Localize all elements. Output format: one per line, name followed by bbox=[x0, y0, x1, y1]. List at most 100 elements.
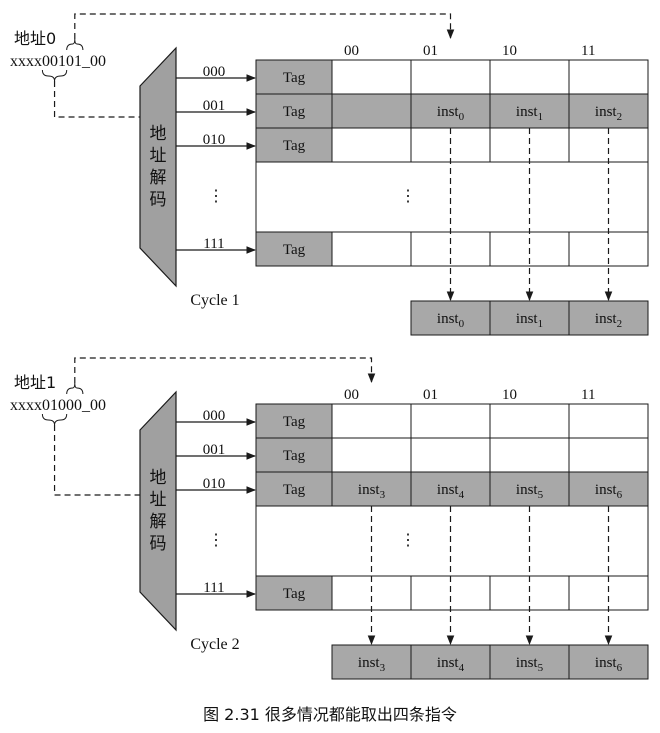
output-inst2: inst2 bbox=[595, 311, 622, 330]
decoder-char: 地 bbox=[150, 124, 167, 144]
tag-cell bbox=[255, 93, 333, 129]
tag-label: Tag bbox=[283, 70, 306, 86]
data-cell bbox=[331, 231, 412, 267]
column-header-01: 01 bbox=[423, 387, 438, 403]
column-header-00: 00 bbox=[344, 387, 359, 403]
decoder-char: 地 bbox=[150, 468, 167, 488]
offset-brace bbox=[66, 382, 84, 395]
data-cell bbox=[410, 403, 491, 439]
output-row: inst0 inst1 inst2 bbox=[410, 128, 649, 336]
tag-label: Tag bbox=[283, 104, 306, 120]
output-cell bbox=[489, 644, 570, 680]
data-cell bbox=[331, 437, 412, 473]
row-index: 001 bbox=[203, 442, 226, 458]
instruction-inst6: inst6 bbox=[595, 482, 623, 501]
data-cell bbox=[489, 59, 570, 95]
cycle-label: Cycle 1 bbox=[190, 292, 239, 309]
data-cell bbox=[410, 59, 491, 95]
data-cell bbox=[410, 437, 491, 473]
tag-cell bbox=[255, 127, 333, 163]
column-header-10: 10 bbox=[502, 387, 517, 403]
decoder-shape bbox=[139, 46, 177, 288]
address-bits: xxxx01000_00 bbox=[10, 397, 106, 414]
data-cell bbox=[568, 59, 649, 95]
instruction-inst2: inst2 bbox=[595, 104, 622, 123]
cache-row-111: 111 Tag bbox=[176, 575, 649, 611]
output-cell bbox=[568, 644, 649, 680]
cycle-label: Cycle 2 bbox=[190, 636, 239, 653]
instruction-inst5: inst5 bbox=[516, 482, 544, 501]
offset-brace bbox=[66, 38, 84, 51]
decoder-char: 解 bbox=[150, 168, 167, 188]
output-inst0: inst0 bbox=[437, 311, 465, 330]
output-cell bbox=[489, 300, 570, 336]
row-index: 111 bbox=[203, 580, 224, 596]
decoder-char: 码 bbox=[150, 534, 167, 554]
index-brace bbox=[41, 413, 68, 426]
address-block: 地址1 xxxx01000_00 bbox=[10, 357, 376, 499]
decoder-char: 址 bbox=[150, 490, 167, 510]
output-inst5: inst5 bbox=[516, 655, 544, 674]
output-cell bbox=[568, 300, 649, 336]
index-brace bbox=[41, 69, 68, 82]
column-header-01: 01 bbox=[423, 43, 438, 59]
ellipsis-row bbox=[255, 505, 649, 577]
column-header-11: 11 bbox=[581, 43, 595, 59]
data-cell bbox=[568, 93, 649, 129]
tag-cell bbox=[255, 575, 333, 611]
row-index: 111 bbox=[203, 236, 224, 252]
index-select-line bbox=[53, 425, 171, 499]
address-label: 地址1 bbox=[14, 373, 56, 392]
column-header-00: 00 bbox=[344, 43, 359, 59]
output-inst4: inst4 bbox=[437, 655, 465, 674]
cache-row-111: 111 Tag bbox=[176, 231, 649, 267]
address-block: 地址0 xxxx00101_00 bbox=[10, 13, 455, 121]
output-cell bbox=[410, 644, 491, 680]
ellipsis-row bbox=[255, 161, 649, 233]
data-cell bbox=[331, 403, 412, 439]
output-cell bbox=[410, 300, 491, 336]
index-select-line bbox=[53, 81, 171, 121]
tag-label: Tag bbox=[283, 448, 306, 464]
row-index: 010 bbox=[203, 132, 226, 148]
address-label: 地址0 bbox=[14, 29, 56, 48]
data-cell bbox=[331, 59, 412, 95]
tag-cell bbox=[255, 231, 333, 267]
output-inst6: inst6 bbox=[595, 655, 623, 674]
ellipsis-index: ⋮ bbox=[208, 188, 224, 205]
data-cell bbox=[489, 93, 570, 129]
data-cell bbox=[568, 437, 649, 473]
column-header-10: 10 bbox=[502, 43, 517, 59]
decoder-char: 址 bbox=[150, 146, 167, 166]
tag-label: Tag bbox=[283, 586, 306, 602]
address-bits: xxxx00101_00 bbox=[10, 53, 106, 70]
cache-row-001: 001 Tag bbox=[176, 437, 649, 473]
ellipsis-cell: ⋮ bbox=[400, 532, 416, 549]
row-index: 001 bbox=[203, 98, 226, 114]
data-cell bbox=[410, 471, 491, 507]
instruction-inst0: inst0 bbox=[437, 104, 465, 123]
data-cell bbox=[331, 471, 412, 507]
offset-select-line bbox=[74, 357, 376, 383]
tag-cell bbox=[255, 437, 333, 473]
row-index: 000 bbox=[203, 408, 226, 424]
tag-label: Tag bbox=[283, 242, 306, 258]
data-cell bbox=[331, 93, 412, 129]
decoder-char: 码 bbox=[150, 190, 167, 210]
output-inst1: inst1 bbox=[516, 311, 543, 330]
data-cell bbox=[331, 127, 412, 163]
offset-select-line bbox=[74, 13, 455, 39]
data-cell bbox=[489, 403, 570, 439]
decoder-shape bbox=[139, 390, 177, 632]
decoder-char: 解 bbox=[150, 512, 167, 532]
